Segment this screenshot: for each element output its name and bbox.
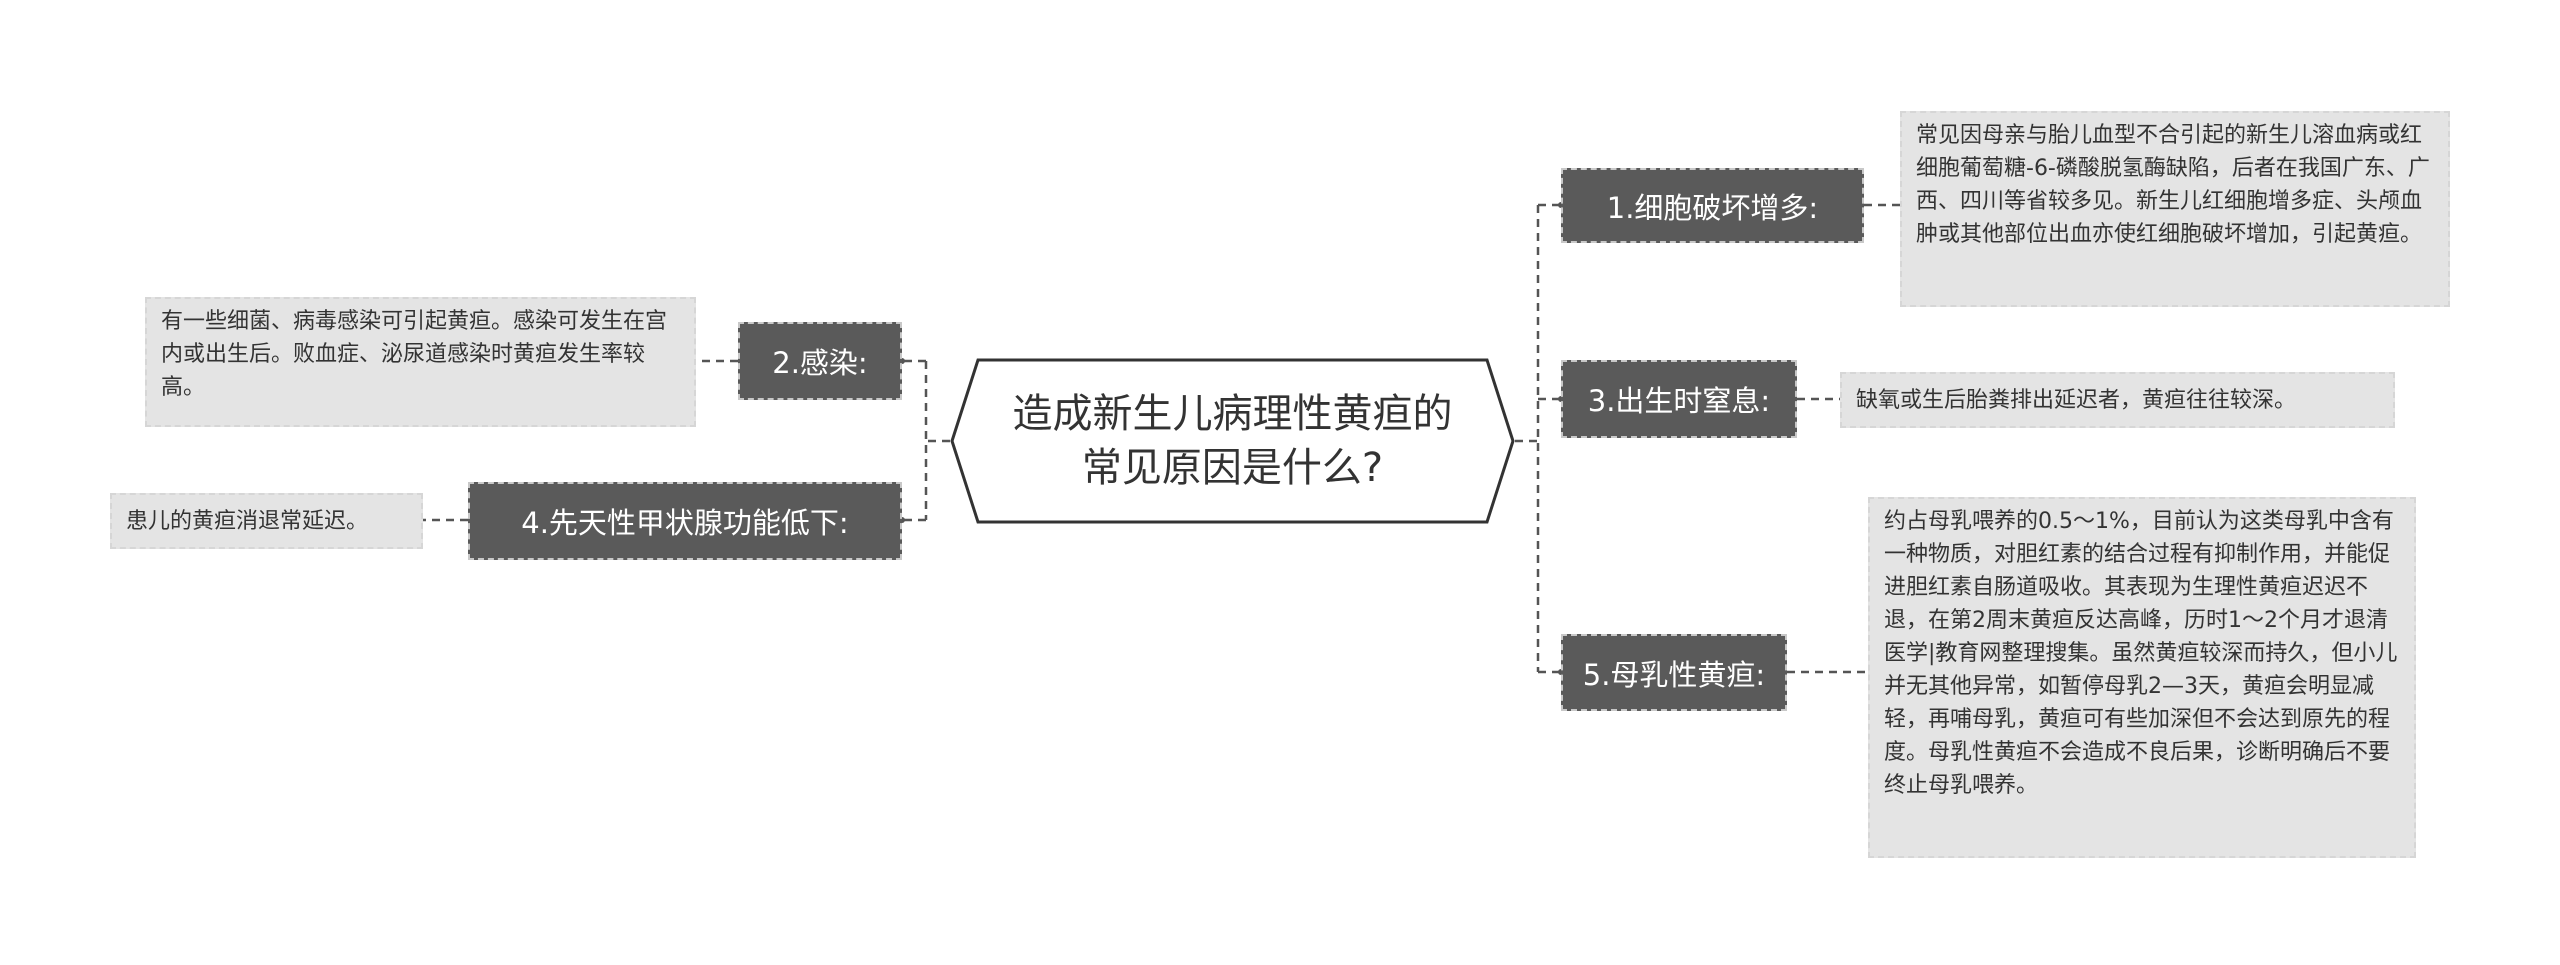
branch-label: 2.感染: — [772, 346, 868, 380]
branch-asphyxia[interactable]: 3.出生时窒息: — [1561, 360, 1797, 438]
branch-hypothyroidism[interactable]: 4.先天性甲状腺功能低下: — [468, 482, 902, 560]
branch-label: 1.细胞破坏增多: — [1606, 190, 1819, 225]
leaf-cell-destruction: 常见因母亲与胎儿血型不合引起的新生儿溶血病或红细胞葡萄糖-6-磷酸脱氢酶缺陷，后… — [1900, 111, 2450, 307]
leaf-text: 患儿的黄疸消退常延迟。 — [126, 508, 369, 534]
leaf-text: 常见因母亲与胎儿血型不合引起的新生儿溶血病或红细胞葡萄糖-6-磷酸脱氢酶缺陷，后… — [1916, 123, 2430, 247]
leaf-hypothyroidism: 患儿的黄疸消退常延迟。 — [110, 493, 423, 549]
branch-breastmilk-jaundice[interactable]: 5.母乳性黄疸: — [1561, 634, 1787, 711]
branch-label: 3.出生时窒息: — [1587, 384, 1771, 418]
branch-label: 5.母乳性黄疸: — [1582, 657, 1766, 692]
leaf-text: 缺氧或生后胎粪排出延迟者，黄疸往往较深。 — [1856, 387, 2297, 413]
leaf-text: 约占母乳喂养的0.5～1%，目前认为这类母乳中含有一种物质，对胆红素的结合过程有… — [1884, 509, 2398, 798]
branch-infection[interactable]: 2.感染: — [738, 322, 902, 400]
leaf-text: 有一些细菌、病毒感染可引起黄疸。感染可发生在宫内或出生后。败血症、泌尿道感染时黄… — [161, 309, 668, 400]
central-topic-title: 造成新生儿病理性黄疸的常见原因是什么? — [1012, 391, 1453, 491]
leaf-asphyxia: 缺氧或生后胎粪排出延迟者，黄疸往往较深。 — [1840, 372, 2395, 428]
branch-cell-destruction[interactable]: 1.细胞破坏增多: — [1561, 168, 1864, 243]
central-topic-border — [950, 358, 1515, 524]
leaf-breastmilk-jaundice: 约占母乳喂养的0.5～1%，目前认为这类母乳中含有一种物质，对胆红素的结合过程有… — [1868, 497, 2416, 858]
branch-label: 4.先天性甲状腺功能低下: — [521, 506, 849, 540]
leaf-infection: 有一些细菌、病毒感染可引起黄疸。感染可发生在宫内或出生后。败血症、泌尿道感染时黄… — [145, 297, 696, 427]
central-topic[interactable]: 造成新生儿病理性黄疸的常见原因是什么? — [950, 358, 1515, 524]
